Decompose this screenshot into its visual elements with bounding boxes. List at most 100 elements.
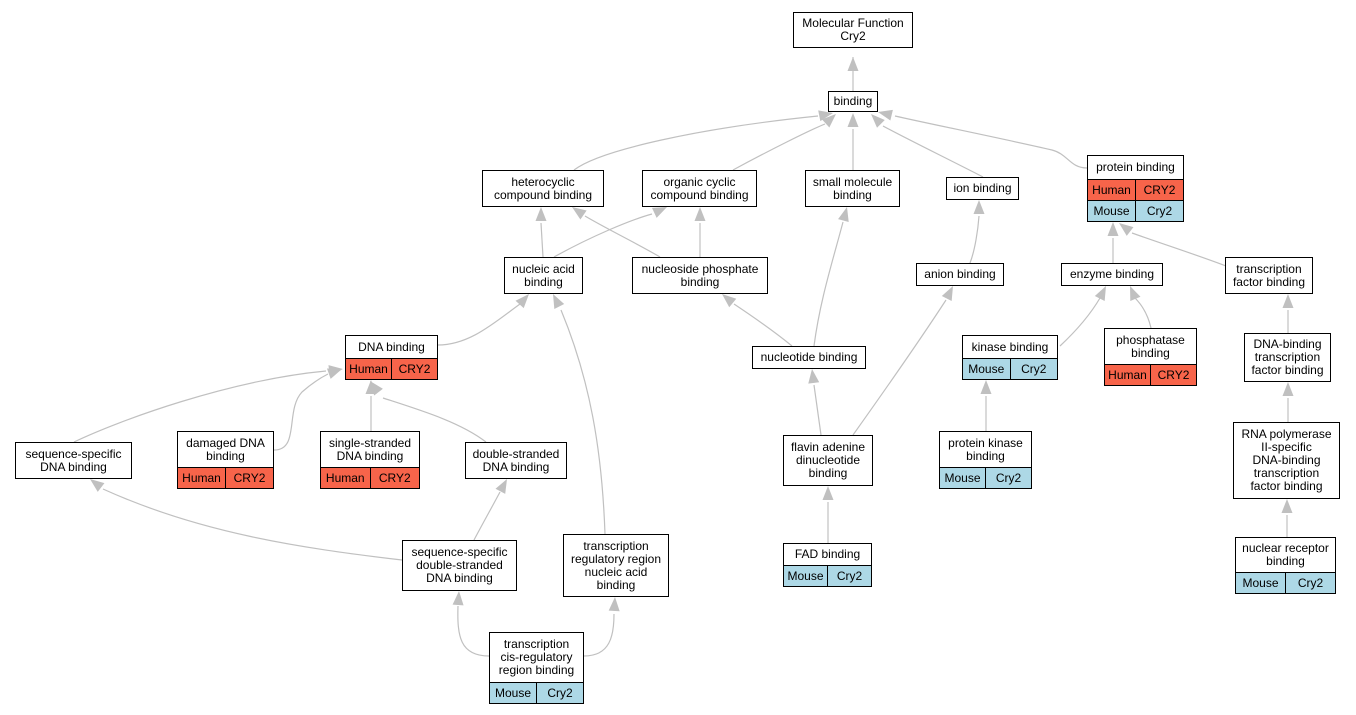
species-cell: Mouse bbox=[1093, 204, 1130, 218]
edge-arrowhead bbox=[608, 597, 620, 612]
go-term-label: DNA binding bbox=[358, 339, 425, 354]
graph-edge bbox=[733, 303, 793, 347]
graph-edge bbox=[852, 299, 947, 436]
graph-edge bbox=[1134, 297, 1152, 329]
go-term-label: sequence-specific double-stranded DNA bi… bbox=[411, 545, 508, 585]
edge-arrowhead bbox=[1282, 294, 1294, 308]
go-term-label: transcription regulatory region nucleic … bbox=[570, 538, 662, 592]
go-term-node-nucleoside-phosphate[interactable]: nucleoside phosphate binding bbox=[632, 257, 768, 294]
graph-edge bbox=[813, 221, 844, 347]
go-term-node-double[interactable]: double-stranded DNA binding bbox=[465, 442, 567, 479]
graph-edge bbox=[473, 491, 501, 541]
graph-edge bbox=[560, 309, 606, 535]
go-term-node-tf-binding[interactable]: transcription factor binding bbox=[1225, 257, 1313, 294]
go-term-node-cis-reg[interactable]: transcription cis-regulatory region bind… bbox=[489, 632, 584, 704]
graph-edge bbox=[437, 303, 521, 346]
edge-arrowhead bbox=[878, 109, 893, 121]
go-term-node-tr-region[interactable]: transcription regulatory region nucleic … bbox=[563, 534, 669, 597]
go-term-node-fad-dinuc[interactable]: flavin adenine dinucleotide binding bbox=[783, 435, 873, 486]
edge-arrowhead bbox=[651, 207, 667, 218]
gene-cell: Cry2 bbox=[1135, 201, 1183, 221]
go-term-label: transcription cis-regulatory region bind… bbox=[498, 637, 575, 677]
go-term-label: organic cyclic compound binding bbox=[650, 174, 749, 202]
go-term-node-nucleotide[interactable]: nucleotide binding bbox=[752, 346, 866, 369]
graph-edge bbox=[573, 115, 819, 171]
edge-arrowhead bbox=[515, 294, 529, 309]
edge-arrowhead bbox=[722, 294, 737, 308]
edge-arrowhead bbox=[1094, 286, 1106, 301]
edge-arrowhead bbox=[370, 381, 383, 396]
go-term-label: phosphatase binding bbox=[1116, 332, 1185, 360]
annotation-row-human: Human CRY2 bbox=[178, 467, 273, 488]
graph-edge bbox=[273, 373, 329, 451]
gene-cell: CRY2 bbox=[225, 468, 273, 488]
go-term-label: nucleotide binding bbox=[760, 350, 858, 364]
edge-arrowhead bbox=[535, 207, 547, 221]
annotation-row-mouse: Mouse Cry2 bbox=[1088, 200, 1183, 221]
edge-arrowhead bbox=[572, 207, 587, 220]
graph-edge bbox=[73, 370, 327, 443]
go-term-label: flavin adenine dinucleotide binding bbox=[790, 440, 866, 480]
go-term-node-enzyme[interactable]: enzyme binding bbox=[1061, 263, 1163, 286]
gene-cell: CRY2 bbox=[1150, 365, 1196, 385]
species-cell: Mouse bbox=[787, 569, 824, 583]
go-term-label: nucleic acid binding bbox=[512, 261, 575, 289]
go-term-node-dbtf[interactable]: DNA-binding transcription factor binding bbox=[1244, 333, 1331, 382]
gene-cell: Cry2 bbox=[536, 683, 583, 703]
go-term-label: DNA-binding transcription factor binding bbox=[1251, 337, 1324, 377]
go-term-node-ion[interactable]: ion binding bbox=[946, 177, 1019, 200]
go-term-label: anion binding bbox=[924, 267, 996, 281]
graph-edge bbox=[894, 115, 1088, 169]
go-term-node-nucleic-acid[interactable]: nucleic acid binding bbox=[504, 257, 583, 294]
go-term-label: protein binding bbox=[1096, 160, 1175, 174]
go-term-node-small-molecule[interactable]: small molecule binding bbox=[805, 170, 900, 207]
gene-cell: Cry2 bbox=[985, 468, 1031, 488]
edge-arrowhead bbox=[553, 294, 565, 309]
graph-edge bbox=[553, 213, 653, 258]
go-term-label: RNA polymerase II-specific DNA-binding t… bbox=[1241, 427, 1332, 493]
gene-cell: Cry2 bbox=[1009, 359, 1058, 379]
go-term-node-heterocyclic[interactable]: heterocyclic compound binding bbox=[482, 170, 604, 207]
gene-cell: Cry2 bbox=[827, 566, 871, 586]
go-term-label: kinase binding bbox=[971, 339, 1049, 354]
graph-edge bbox=[382, 397, 487, 443]
edge-arrowhead bbox=[818, 110, 833, 122]
go-term-node-rnap2[interactable]: RNA polymerase II-specific DNA-binding t… bbox=[1233, 422, 1340, 499]
go-term-label: small molecule binding bbox=[812, 174, 893, 202]
go-term-label: double-stranded DNA binding bbox=[472, 446, 560, 474]
graph-edge bbox=[540, 222, 544, 258]
edge-arrowhead bbox=[495, 479, 507, 494]
gene-cell: CRY2 bbox=[369, 468, 420, 488]
go-term-label: binding bbox=[833, 94, 873, 108]
go-term-label: damaged DNA binding bbox=[186, 435, 265, 463]
go-term-node-organic-cyclic[interactable]: organic cyclic compound binding bbox=[642, 170, 757, 207]
go-term-node-seq-specific[interactable]: sequence-specific DNA binding bbox=[15, 442, 132, 479]
graph-edge bbox=[583, 613, 615, 657]
go-term-label: ion binding bbox=[953, 181, 1012, 195]
species-cell: Mouse bbox=[944, 471, 981, 485]
edge-arrowhead bbox=[694, 207, 706, 221]
go-term-node-mf[interactable]: Molecular Function Cry2 bbox=[793, 12, 913, 48]
edge-arrowhead bbox=[847, 113, 859, 127]
species-cell: Human bbox=[182, 471, 221, 485]
go-term-label: FAD binding bbox=[794, 547, 861, 561]
edge-arrowhead bbox=[847, 57, 859, 71]
edge-arrowhead bbox=[1130, 286, 1141, 302]
go-term-node-binding[interactable]: binding bbox=[828, 91, 878, 112]
go-term-node-seq-double[interactable]: sequence-specific double-stranded DNA bi… bbox=[402, 540, 517, 591]
annotation-row-mouse: Mouse Cry2 bbox=[940, 467, 1031, 488]
go-term-label: transcription factor binding bbox=[1232, 261, 1306, 289]
go-term-node-anion[interactable]: anion binding bbox=[916, 263, 1004, 286]
